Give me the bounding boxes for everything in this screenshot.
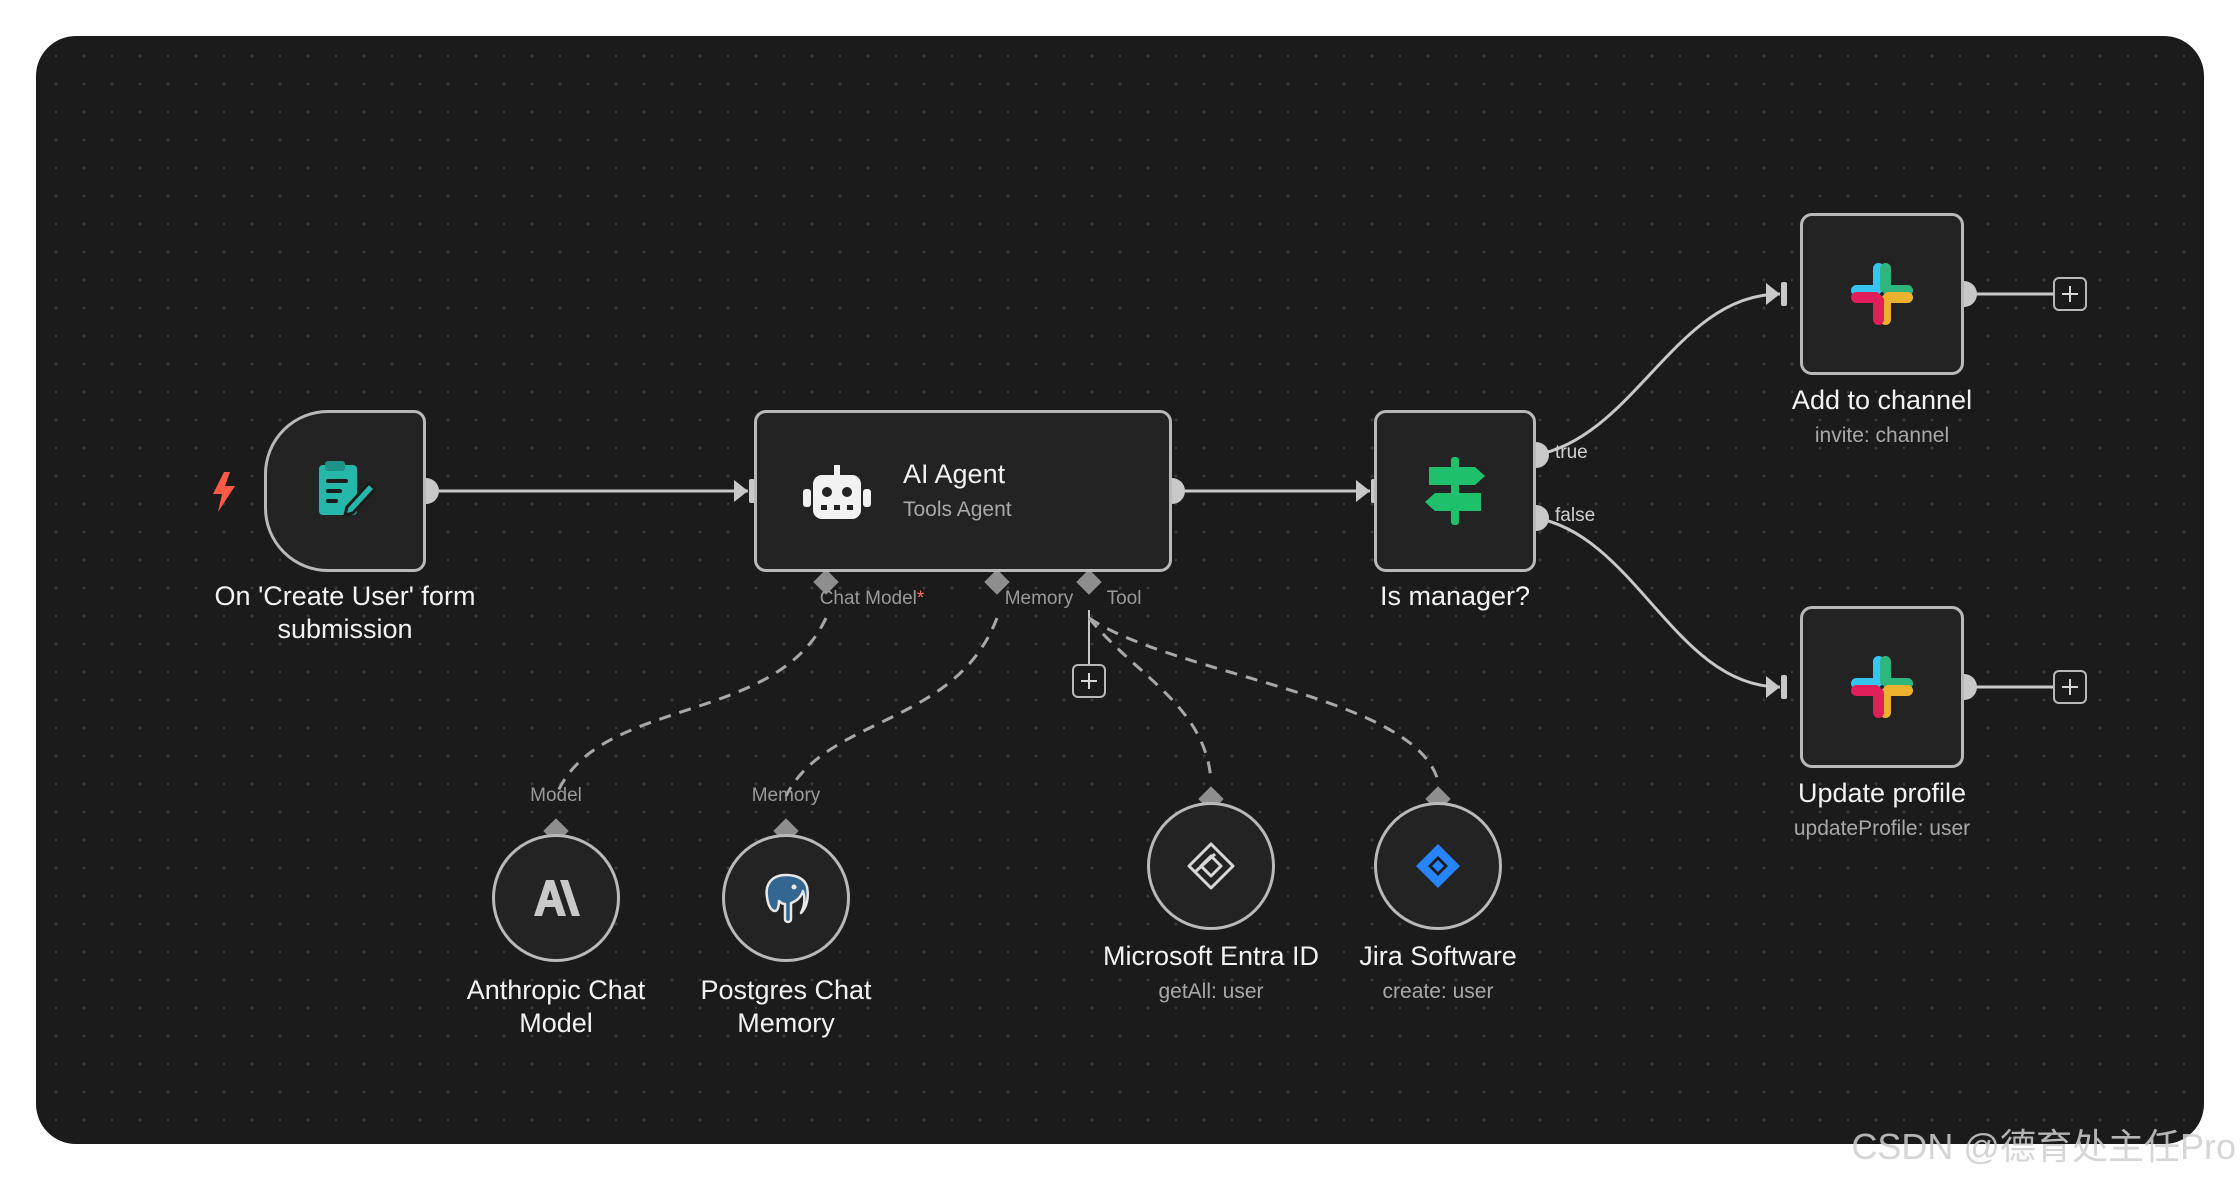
ai-agent-subtitle: Tools Agent xyxy=(903,498,1012,521)
jira-title: Jira Software xyxy=(1359,941,1517,971)
jira-software-node[interactable] xyxy=(1374,802,1502,930)
slack-update-profile-node[interactable] xyxy=(1800,606,1964,768)
input-handle-agent[interactable] xyxy=(749,479,755,503)
input-arrow-update-profile xyxy=(1766,676,1780,698)
entra-title: Microsoft Entra ID xyxy=(1102,941,1320,971)
trigger-node[interactable] xyxy=(264,410,426,572)
slack-icon xyxy=(1851,263,1913,325)
required-marker: * xyxy=(916,588,925,609)
input-arrow-if xyxy=(1356,480,1370,502)
port-label-tool: Tool xyxy=(1106,588,1142,609)
postgres-title: Postgres Chat Memory xyxy=(700,974,871,1040)
microsoft-entra-icon xyxy=(1187,842,1235,890)
connection-memory[interactable] xyxy=(784,617,999,797)
microsoft-entra-id-node[interactable] xyxy=(1147,802,1275,930)
postgres-chat-memory-node[interactable] xyxy=(722,834,850,962)
connection-tool-jira[interactable] xyxy=(1088,616,1440,782)
ai-agent-node[interactable]: AI Agent Tools Agent xyxy=(754,410,1172,572)
port-chat-model[interactable] xyxy=(813,569,839,595)
jira-subtitle: create: user xyxy=(1382,980,1494,1003)
port-label-chat-model: Chat Model* xyxy=(820,588,925,610)
connection-false-to-update-profile[interactable] xyxy=(1535,516,1781,689)
anthropic-title-line2: Model xyxy=(519,1008,593,1038)
slack-add-to-channel-node[interactable] xyxy=(1800,213,1964,375)
connection-true-to-add-channel[interactable] xyxy=(1535,292,1781,457)
anthropic-title: Anthropic Chat Model xyxy=(467,974,646,1040)
anthropic-title-line1: Anthropic Chat xyxy=(466,975,646,1005)
robot-icon xyxy=(803,465,871,519)
jira-icon xyxy=(1416,844,1460,888)
postgres-elephant-icon xyxy=(765,873,809,924)
trigger-node-title: On 'Create User' form submission xyxy=(215,580,476,646)
trigger-title-line1: On 'Create User' form xyxy=(214,581,476,611)
postgres-title-line1: Postgres Chat xyxy=(700,975,872,1005)
add-node-after-add-channel-button[interactable] xyxy=(2053,277,2087,311)
watermark: CSDN @德育处主任Pro xyxy=(1851,1126,2236,1167)
slack-icon xyxy=(1851,656,1913,718)
ai-agent-text: AI Agent Tools Agent xyxy=(903,459,1012,522)
branch-label-false: false xyxy=(1555,505,1596,526)
form-icon xyxy=(319,461,377,518)
entra-subtitle: getAll: user xyxy=(1158,980,1264,1003)
workflow-canvas[interactable]: On 'Create User' form submission AI Agen… xyxy=(36,36,2204,1144)
add-node-after-update-profile-button[interactable] xyxy=(2053,670,2087,704)
port-label-memory: Memory xyxy=(1004,588,1074,609)
connection-chat-model[interactable] xyxy=(554,617,828,797)
postgres-title-line2: Memory xyxy=(737,1008,835,1038)
if-node[interactable] xyxy=(1374,410,1536,572)
port-memory[interactable] xyxy=(984,569,1010,595)
signpost-icon xyxy=(1425,457,1485,525)
anthropic-chat-model-node[interactable] xyxy=(492,834,620,962)
trigger-title-line2: submission xyxy=(277,614,413,644)
input-handle-add-channel[interactable] xyxy=(1781,282,1787,306)
lightning-bolt-icon xyxy=(213,472,235,512)
add-tool-button[interactable] xyxy=(1072,664,1106,698)
slack-update-title: Update profile xyxy=(1797,778,1967,808)
anthropic-icon xyxy=(534,880,580,916)
if-node-title: Is manager? xyxy=(1379,581,1531,611)
slack-update-subtitle: updateProfile: user xyxy=(1793,817,1971,840)
input-handle-update-profile[interactable] xyxy=(1781,675,1787,699)
port-label-postgres-memory: Memory xyxy=(751,785,821,806)
branch-label-true: true xyxy=(1555,442,1588,463)
chat-model-label: Chat Model xyxy=(819,588,917,609)
connection-tool-entra[interactable] xyxy=(1087,617,1213,782)
slack-add-title: Add to channel xyxy=(1791,385,1973,415)
slack-add-subtitle: invite: channel xyxy=(1814,424,1950,447)
port-tool[interactable] xyxy=(1076,569,1102,595)
port-label-anthropic-model: Model xyxy=(530,785,582,806)
input-arrow-add-channel xyxy=(1766,283,1780,305)
ai-agent-title: AI Agent xyxy=(903,459,1006,489)
input-arrow-agent xyxy=(734,480,748,502)
connections-layer xyxy=(413,281,2053,844)
